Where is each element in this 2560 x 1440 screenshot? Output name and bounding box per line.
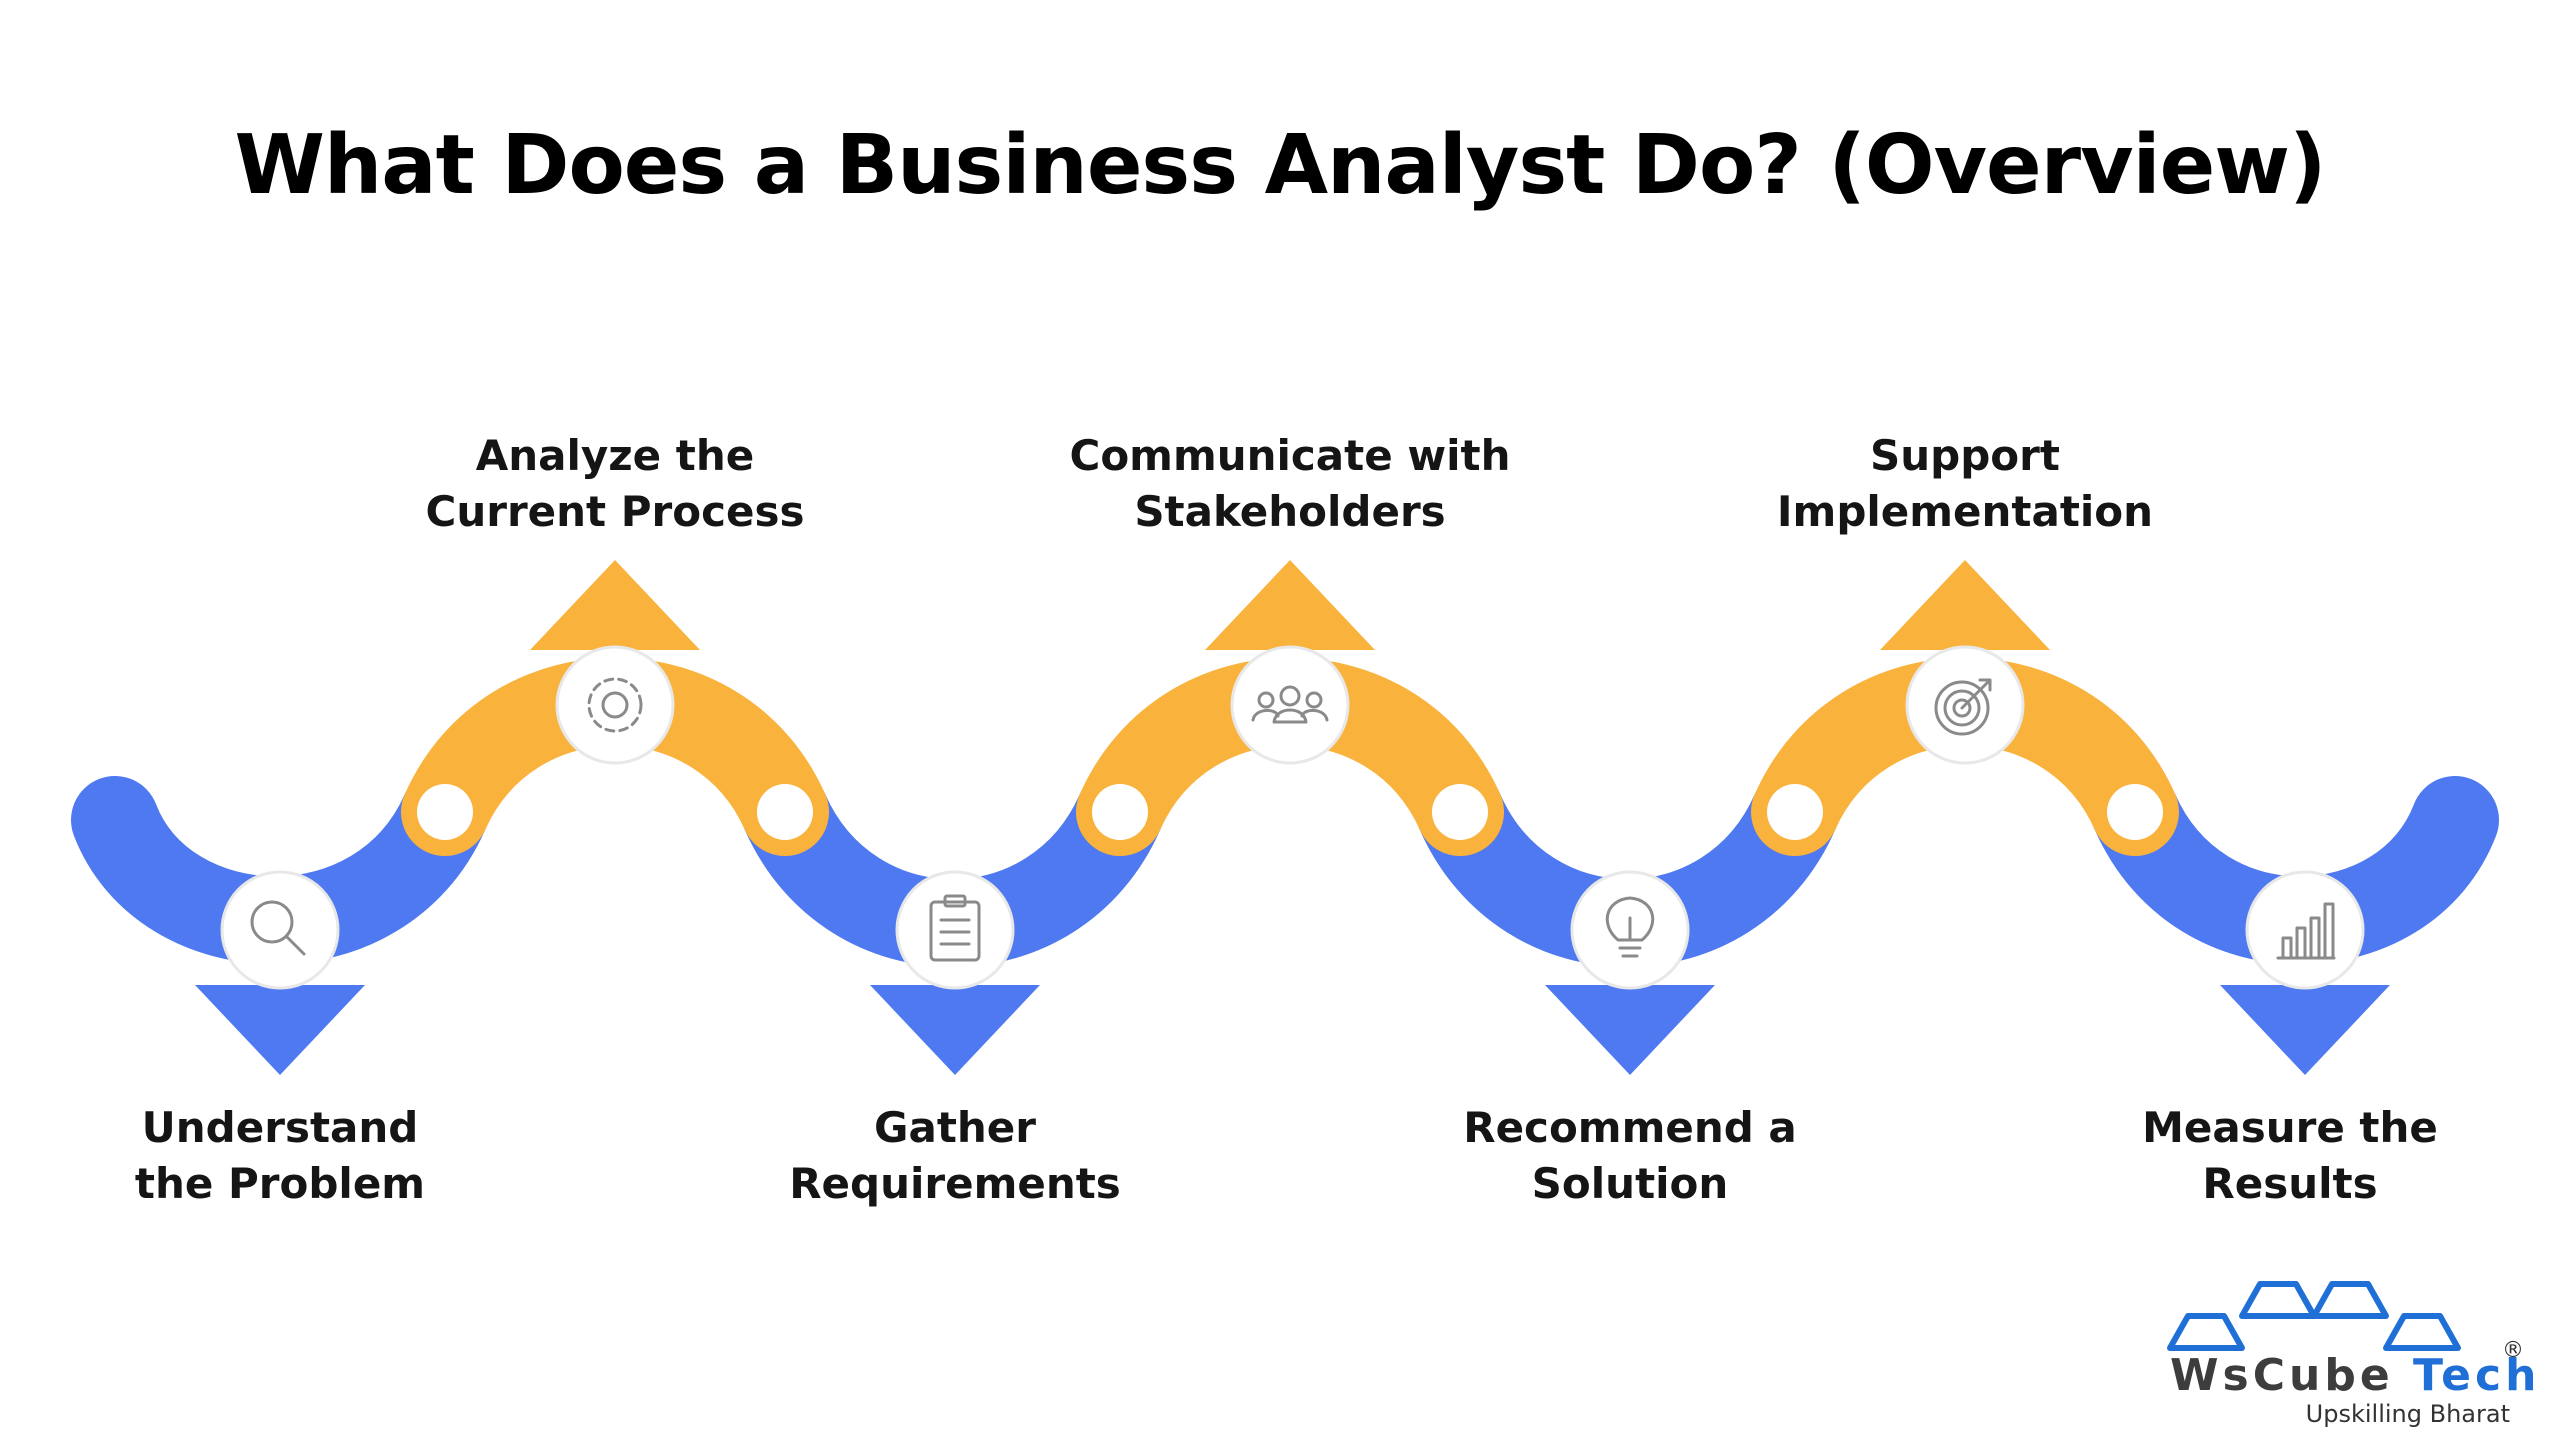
- junction-dot-6: [2107, 784, 2163, 840]
- logo-wordmark: WsCube Tech: [2170, 1350, 2541, 1401]
- step-label-understand-problem: Understand the Problem: [134, 1103, 426, 1208]
- arrow-up-6: [1880, 560, 2050, 650]
- gear-icon: [587, 677, 643, 733]
- junction-dot-1: [417, 784, 473, 840]
- junction-dot-4: [1432, 784, 1488, 840]
- registered-mark: ®: [2502, 1338, 2524, 1363]
- target-icon: [1934, 678, 1992, 736]
- step-label-analyze-process: Analyze the Current Process: [425, 431, 805, 536]
- icon-circle-2: [555, 645, 675, 765]
- wscube-tech-logo: WsCube Tech ® Upskilling Bharat: [2150, 1272, 2536, 1432]
- logo-tagline: Upskilling Bharat: [2305, 1400, 2510, 1428]
- hexagon-logo-icon: [2167, 1281, 2461, 1351]
- clipboard-icon: [929, 894, 981, 962]
- arrow-down-1: [195, 985, 365, 1075]
- icon-circle-1: [220, 870, 340, 990]
- junction-dot-3: [1092, 784, 1148, 840]
- bar-chart-icon: [2276, 902, 2336, 960]
- step-label-communicate-stakeholders: Communicate with Stakeholders: [1069, 431, 1511, 536]
- arrow-up-4: [1205, 560, 1375, 650]
- arrow-down-5: [1545, 985, 1715, 1075]
- junction-dot-2: [757, 784, 813, 840]
- people-icon: [1251, 685, 1329, 724]
- lightbulb-icon: [1605, 896, 1655, 958]
- page-title: What Does a Business Analyst Do? (Overvi…: [234, 118, 2326, 213]
- step-label-gather-requirements: Gather Requirements: [789, 1103, 1121, 1208]
- step-label-recommend-solution: Recommend a Solution: [1463, 1103, 1797, 1208]
- junction-dot-5: [1767, 784, 1823, 840]
- step-label-measure-results: Measure the Results: [2142, 1103, 2438, 1208]
- arrow-up-2: [530, 560, 700, 650]
- arrow-down-3: [870, 985, 1040, 1075]
- arrow-down-7: [2220, 985, 2390, 1075]
- step-label-support-implementation: Support Implementation: [1776, 431, 2154, 536]
- magnifier-icon: [250, 900, 306, 956]
- icon-circle-3: [895, 870, 1015, 990]
